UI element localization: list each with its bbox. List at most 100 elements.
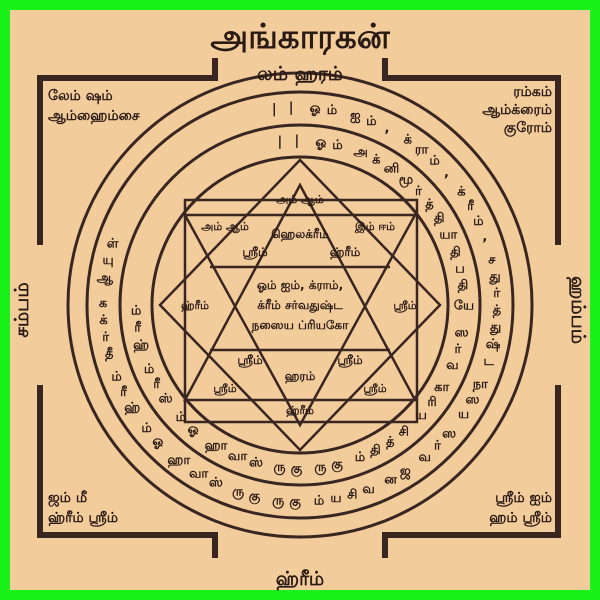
ring-glyph: கு	[289, 494, 301, 509]
corner-text: ஸ்ரீம் ஐம்	[495, 490, 552, 506]
inner-cell-label: ஹெலக்ரீம்	[271, 227, 329, 242]
ring-glyph: ஓ	[188, 422, 199, 437]
ring-glyph: |	[278, 135, 283, 150]
ring-glyph: ஹா	[205, 438, 228, 453]
ring-glyph: ம்	[141, 421, 152, 436]
triangle-label: அம் ஆம்	[201, 220, 249, 233]
ring-glyph: க்	[457, 185, 466, 200]
side-bottom-text: ஹ்ரீம்	[276, 568, 324, 590]
ring-glyph: சி	[347, 487, 357, 502]
ring-glyph: ர்	[415, 184, 422, 199]
ring-glyph: வ	[418, 450, 430, 465]
ring-glyph: ஹ்	[124, 401, 140, 416]
ring-glyph: ம்	[366, 114, 377, 129]
ring-glyph: ,	[444, 166, 449, 181]
ring-glyph: சி	[399, 424, 409, 439]
ring-glyph: ஆ	[97, 271, 114, 286]
ring-glyph: நா	[472, 377, 488, 392]
inner-cell-label: ஹ்ரீம்	[330, 245, 361, 260]
ring-glyph: யே	[454, 298, 474, 313]
corner-bottom-left: ஜம் மீ ஹ்ரீம் ஸ்ரீம்	[48, 490, 118, 526]
ring-glyph: தீ	[105, 346, 114, 362]
ring-glyph: |	[289, 101, 294, 116]
ring-glyph: ம்	[111, 369, 122, 384]
ring-glyph: ரு	[272, 493, 284, 508]
ring-glyph: மூ	[399, 172, 413, 187]
side-top-text: லம் ஹரம்	[257, 63, 343, 85]
concentric-circles	[66, 71, 534, 539]
ring-glyph: ரு	[273, 460, 285, 475]
center-line: ஓம் ஐம், க்ராம்,	[257, 278, 343, 293]
ring-glyph: ஸ்	[159, 392, 173, 407]
ring-glyph: தி	[370, 443, 381, 458]
ring-glyph: ஜ	[400, 464, 411, 480]
ring-glyph: யு	[103, 253, 114, 268]
ring-glyph: ரீ	[120, 384, 127, 400]
ring-glyph: ஸ	[455, 325, 469, 340]
ring-glyph: ,	[385, 121, 390, 136]
corner-top-right: ரம்கம் ஆம்க்ரைம் குரோம்	[482, 84, 552, 137]
center-line: நஸைய ப்ரியகோ	[251, 318, 349, 333]
ring-glyph: ஐ	[350, 108, 361, 123]
inner-cell-label: ஸ்ரீம்	[242, 245, 268, 260]
triangle-label: ஹ்ரீம்	[181, 299, 209, 312]
ring-glyph: கு	[331, 457, 343, 472]
ring-glyph: ஸ்	[209, 476, 223, 491]
ring-glyph: ரீ	[153, 376, 160, 392]
ring-glyph: ஷ்	[486, 337, 501, 352]
ring-glyph: ம்	[176, 410, 187, 425]
ring-glyph: ,	[482, 230, 487, 245]
triangle-label: ஸ்ரீம்	[363, 382, 386, 396]
ring-glyph: ரு	[232, 485, 244, 500]
ring-glyph: னி	[384, 161, 400, 176]
ring-glyph: கா	[434, 380, 449, 395]
ring-glyph: கு	[249, 489, 261, 504]
ring-glyph: ஓ	[310, 101, 321, 116]
ring-glyph: ம்	[473, 214, 484, 229]
corner-text: ஜம் மீ	[48, 490, 88, 507]
ring-glyph: வா	[228, 449, 247, 464]
ring-glyph: ஹா	[167, 453, 190, 468]
ring-glyph: |	[295, 134, 300, 149]
ring-glyph: ள்	[107, 237, 119, 252]
triangle-label: ஹ்ரீம்	[286, 404, 314, 417]
corner-top-left: லேம் ஷம் ஆம்ஹைம்சை	[48, 88, 140, 124]
ring-glyph: ப	[455, 261, 465, 276]
ring-glyph: க்	[372, 152, 381, 167]
ring-glyph: க்	[404, 133, 413, 148]
ring-glyph: அ	[353, 145, 367, 160]
geometry	[158, 158, 442, 452]
ring-glyph: தி	[458, 278, 469, 293]
ring-glyph: ஹ்	[133, 338, 149, 353]
ring-glyph: ம்	[429, 154, 440, 169]
ring-glyph: வ	[446, 358, 458, 373]
title: அங்காரகன்	[210, 17, 390, 57]
ring-glyph: ரா	[415, 143, 429, 158]
ring-glyph: ம்	[144, 362, 155, 377]
ring-glyph: ஸ	[466, 393, 480, 408]
ring-glyph: ம்	[314, 494, 325, 509]
triangle-label: ஸ்ரீம்	[393, 299, 416, 313]
inner-cell-label: ஸ்ரீம்	[337, 353, 363, 368]
inner-cells: ஸ்ரீம் ஹ்ரீம் ஹெலக்ரீம் ஸ்ரீம் ஹரம் ஸ்ரீ…	[237, 227, 363, 384]
side-left-text: சம்பம்	[11, 282, 33, 337]
ring-glyph: ம்	[131, 304, 142, 319]
ring-glyph: ம்	[332, 138, 343, 153]
ring-glyph: ரீ	[467, 198, 474, 214]
ring-glyph: த்	[493, 303, 502, 318]
corner-text: ரம்கம்	[513, 84, 552, 100]
ring-glyph: ரீ	[134, 320, 141, 336]
ring-glyph: ர்	[455, 342, 462, 357]
ring-glyph: யா	[439, 228, 457, 243]
triangle-label: இம் ஈம்	[354, 220, 395, 233]
triangle-label: அம் ஆம்	[276, 193, 324, 206]
outer-frame	[37, 58, 561, 558]
center-mantra: ஓம் ஐம், க்ராம், க்ரீம் சர்வதுஷ்ட நஸைய ப…	[251, 278, 349, 333]
ring-glyph: ஸ	[442, 426, 456, 441]
ring-glyph: கு	[291, 462, 303, 477]
ring-glyph: ட	[484, 354, 495, 369]
ring-glyph: ம்	[327, 103, 338, 118]
